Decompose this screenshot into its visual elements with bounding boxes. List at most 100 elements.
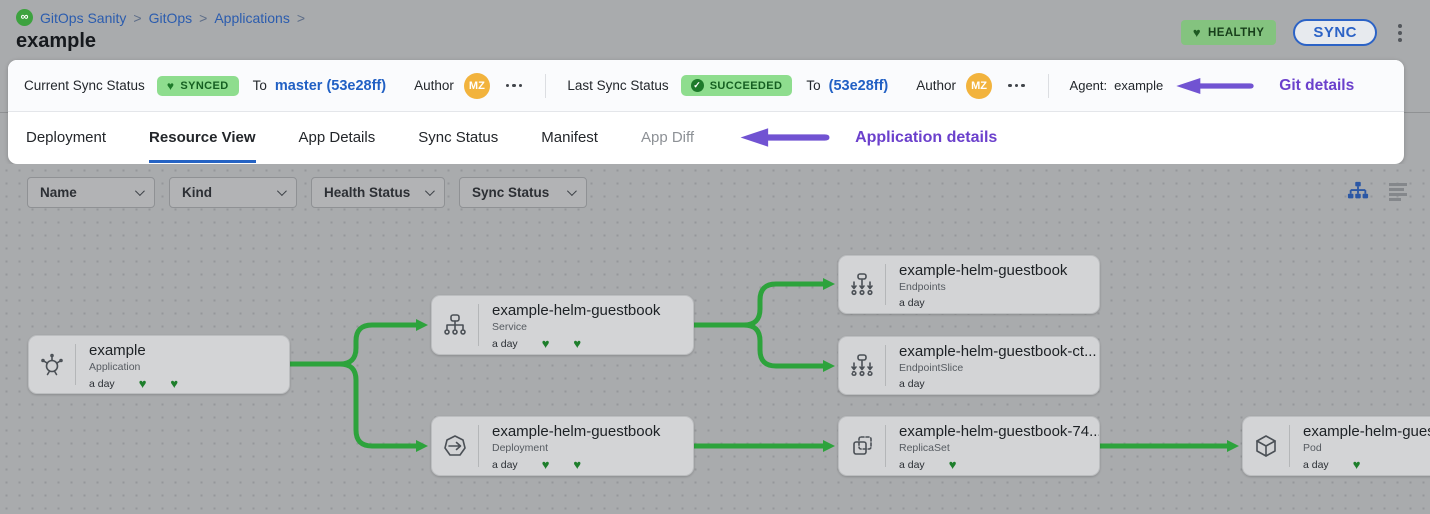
breadcrumb-link-project[interactable]: GitOps Sanity — [40, 9, 127, 26]
list-view-icon[interactable] — [1386, 179, 1410, 203]
more-options-icon[interactable] — [1006, 80, 1027, 92]
succeeded-badge: ✓ SUCCEEDED — [680, 75, 793, 96]
node-replicaset[interactable]: example-helm-guestbook-74... ReplicaSet … — [838, 416, 1100, 476]
node-title: example-helm-guestbook — [492, 302, 661, 319]
node-age: a day — [492, 458, 518, 471]
tab-manifest[interactable]: Manifest — [541, 129, 598, 146]
node-meta: a day ♥ ♥ — [89, 377, 178, 390]
filter-health-status-label: Health Status — [324, 185, 411, 200]
avatar: MZ — [463, 72, 490, 99]
node-title: example-helm-guestbook-ct... — [899, 343, 1097, 360]
current-sync-to-label: To — [252, 78, 267, 93]
node-age: a day — [1303, 458, 1329, 471]
current-revision-link[interactable]: master (53e28ff) — [274, 77, 387, 94]
more-options-icon[interactable] — [504, 80, 525, 92]
breadcrumb-link-applications[interactable]: Applications — [214, 9, 290, 26]
node-application[interactable]: example Application a day ♥♥ — [28, 335, 290, 394]
heart-icon: ♥ — [541, 336, 550, 351]
tab-app-diff[interactable]: App Diff — [640, 129, 695, 146]
gitops-logo-icon: ∞ — [16, 9, 33, 26]
header-actions: ♥ HEALTHY SYNC — [1180, 19, 1406, 46]
agent-label: Agent: — [1069, 78, 1108, 93]
breadcrumb-separator: > — [199, 9, 208, 26]
app-tabs: Deployment Resource View App Details Syn… — [8, 112, 1404, 163]
heart-icon: ♥ — [170, 376, 179, 391]
breadcrumb-separator: > — [133, 9, 142, 26]
last-author-label: Author — [916, 78, 957, 93]
node-kind: Endpoints — [899, 281, 946, 293]
health-badge-label: HEALTHY — [1208, 26, 1265, 39]
app-detail-panel: Current Sync Status ♥ SYNCED To master (… — [8, 60, 1404, 164]
succeeded-badge-label: SUCCEEDED — [709, 79, 783, 92]
divider — [885, 425, 886, 467]
node-age: a day — [492, 337, 518, 350]
kebab-menu-icon[interactable] — [1394, 22, 1406, 44]
synced-badge-label: SYNCED — [180, 79, 229, 92]
agent-value: example — [1114, 78, 1164, 93]
divider — [885, 345, 886, 386]
divider — [1047, 73, 1049, 98]
heart-icon: ♥ — [948, 457, 957, 472]
node-service[interactable]: example-helm-guestbook Service a day ♥ ♥ — [431, 295, 694, 355]
sync-button[interactable]: SYNC — [1293, 19, 1377, 46]
chevron-down-icon — [276, 186, 287, 197]
filter-sync-status-label: Sync Status — [472, 185, 550, 200]
node-age: a day — [89, 377, 115, 390]
annotation-arrow-icon — [739, 126, 831, 149]
page-title: example — [16, 30, 97, 52]
node-deployment[interactable]: example-helm-guestbook Deployment a day … — [431, 416, 694, 476]
node-meta: a day ♥ ♥ — [492, 337, 660, 350]
filter-kind-dropdown[interactable]: Kind — [169, 177, 297, 208]
breadcrumb-link-gitops[interactable]: GitOps — [148, 9, 193, 26]
application-icon — [29, 336, 75, 393]
current-author-label: Author — [414, 78, 454, 93]
filter-name-dropdown[interactable]: Name — [27, 177, 155, 208]
heart-icon: ♥ — [138, 376, 147, 391]
chevron-down-icon — [134, 186, 145, 197]
node-kind: Pod — [1303, 442, 1322, 454]
filter-health-status-dropdown[interactable]: Health Status — [311, 177, 445, 208]
node-endpointslice[interactable]: example-helm-guestbook-ct... EndpointSli… — [838, 336, 1100, 395]
tree-view-icon[interactable] — [1346, 179, 1370, 203]
node-title: example-helm-guestbook — [899, 262, 1068, 279]
divider — [885, 264, 886, 305]
node-meta: a day — [899, 378, 1091, 390]
health-status-badge: ♥ HEALTHY — [1180, 20, 1277, 45]
endpointslice-icon — [839, 337, 885, 394]
heart-icon: ♥ — [1352, 457, 1361, 472]
filter-sync-status-dropdown[interactable]: Sync Status — [459, 177, 587, 208]
heart-icon: ♥ — [1192, 25, 1202, 40]
node-kind: Deployment — [492, 442, 549, 454]
tab-deployment[interactable]: Deployment — [26, 129, 107, 146]
chevron-down-icon — [424, 186, 435, 197]
breadcrumb: ∞ GitOps Sanity > GitOps > Applications … — [16, 9, 305, 26]
filter-name-label: Name — [40, 185, 77, 200]
chevron-down-icon — [566, 186, 577, 197]
node-meta: a day — [899, 297, 1067, 309]
node-age: a day — [899, 378, 925, 390]
last-sync-label: Last Sync Status — [567, 78, 669, 93]
node-meta: a day ♥♥ — [492, 458, 660, 471]
node-endpoints[interactable]: example-helm-guestbook Endpoints a day — [838, 255, 1100, 314]
endpoints-icon — [839, 256, 885, 313]
heart-icon: ♥ — [573, 336, 582, 351]
tab-app-details[interactable]: App Details — [298, 129, 376, 146]
tab-sync-status[interactable]: Sync Status — [418, 129, 499, 146]
node-meta: a day ♥ — [899, 458, 1091, 471]
synced-badge: ♥ SYNCED — [156, 75, 239, 96]
node-kind: Service — [492, 321, 528, 333]
last-sync-to-label: To — [806, 78, 821, 93]
git-details-annotation: Git details — [1279, 76, 1355, 94]
node-kind: ReplicaSet — [899, 442, 950, 454]
current-sync-label: Current Sync Status — [24, 78, 145, 93]
last-revision-link[interactable]: (53e28ff) — [828, 77, 889, 94]
tab-resource-view[interactable]: Resource View — [149, 112, 256, 163]
node-pod[interactable]: example-helm-guest Pod a day ♥ — [1242, 416, 1430, 476]
node-meta: a day ♥ — [1303, 458, 1430, 471]
node-age: a day — [899, 458, 925, 471]
application-details-annotation: Application details — [855, 128, 998, 146]
sync-status-bar: Current Sync Status ♥ SYNCED To master (… — [8, 60, 1404, 112]
node-title: example — [89, 342, 146, 359]
annotation-arrow-icon — [1175, 76, 1255, 96]
